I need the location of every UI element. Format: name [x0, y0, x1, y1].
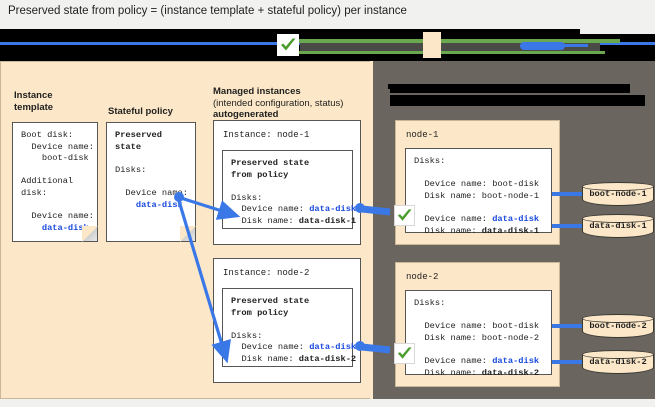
tpl-l6: Additional [21, 176, 74, 187]
sp-l7: data-disk [115, 199, 183, 210]
ps1-devval: data-disk [309, 204, 357, 215]
page-title: Preserved state from policy = (instance … [8, 5, 407, 17]
legend-green-line [290, 39, 620, 43]
disk-label: data-disk-2 [589, 357, 647, 367]
tpl-l9: Device name: [21, 211, 94, 222]
n1-bkv: boot-node-1 [481, 190, 540, 201]
legend-top-gap [580, 29, 655, 34]
preserved-state-box-node-2: Preserved state from policy Disks: Devic… [222, 288, 356, 367]
n2-bdv: boot-disk [492, 321, 540, 332]
card-instance-template-body: Boot disk: Device name: boot-disk Additi… [13, 123, 97, 241]
ps2-dkval: data-disk-2 [298, 353, 357, 364]
n1-ddk: Device name: [424, 213, 493, 224]
node-disks-box-node-1: Disks: Device name: boot-disk Disk name:… [405, 148, 552, 236]
tpl-l10: data-disk [21, 222, 89, 233]
n1-bkk: Disk name: [424, 190, 482, 201]
node-label-node-2: node-2 [406, 272, 439, 282]
disk-cylinder-boot-node-1: boot-node-1 [582, 182, 654, 208]
disk-cylinder-data-disk-1: data-disk-1 [582, 214, 654, 240]
tpl-l7: disk: [21, 187, 48, 198]
green-check-icon [277, 34, 299, 56]
ps2-devkey: Device name: [241, 342, 310, 353]
heading-redaction-tick [388, 84, 394, 89]
card-fold-corner [180, 226, 196, 242]
node-disks-box-node-2: Disks: Device name: boot-disk Disk name:… [405, 290, 552, 378]
ps1-devkey: Device name: [241, 204, 310, 215]
sp-l1: Preserved [115, 130, 162, 140]
preserved-state-body-node-1: Preserved state from policy Disks: Devic… [223, 151, 356, 235]
card-instance-template: Boot disk: Device name: boot-disk Additi… [12, 122, 98, 242]
ps1-disks: Disks: [231, 192, 263, 203]
card-stateful-policy: Preserved state Disks: Device name: data… [106, 122, 196, 242]
disk-label: boot-node-1 [589, 189, 647, 199]
n1-bdk: Device name: [424, 179, 493, 190]
n2-dkk: Disk name: [424, 367, 482, 378]
n2-bkk: Disk name: [424, 332, 482, 343]
n2-bdk: Device name: [424, 321, 493, 332]
node-disks-body-node-2: Disks: Device name: boot-disk Disk name:… [406, 291, 551, 386]
ps2-devval: data-disk [309, 342, 357, 353]
node-label-node-1: node-1 [406, 130, 439, 140]
instance-label-node-1: Instance: node-1 [223, 130, 310, 140]
n1-dkv: data-disk-1 [481, 225, 540, 236]
ps1-t1: Preserved state [231, 158, 310, 168]
n1-bdv: boot-disk [492, 179, 540, 190]
n1-disks: Disks: [414, 156, 446, 166]
heading-instance-template: Instance template [14, 90, 54, 113]
disk-cylinder-data-disk-2: data-disk-2 [582, 350, 654, 376]
disk-cylinder-boot-node-2: boot-node-2 [582, 314, 654, 340]
legend-gray-band [300, 41, 600, 51]
ps2-t1: Preserved state [231, 296, 310, 306]
ps2-t2: from policy [231, 307, 289, 318]
ps2-disks: Disks: [231, 330, 263, 341]
n1-dkk: Disk name: [424, 225, 482, 236]
sp-l6: Device name: [115, 187, 188, 198]
sp-l2: state [115, 141, 142, 152]
n2-disks: Disks: [414, 298, 446, 308]
zone-divider [370, 61, 373, 399]
preserved-state-body-node-2: Preserved state from policy Disks: Devic… [223, 289, 356, 373]
ps1-dkval: data-disk-1 [298, 215, 357, 226]
heading-managed-instances: Managed instances (intended configuratio… [213, 86, 344, 120]
ps2-dkkey: Disk name: [241, 353, 299, 364]
card-stateful-policy-body: Preserved state Disks: Device name: data… [107, 123, 195, 218]
heading-redaction-line-2 [390, 95, 645, 106]
disk-label: data-disk-1 [589, 221, 647, 231]
preserved-state-box-node-1: Preserved state from policy Disks: Devic… [222, 150, 356, 229]
disk-label: boot-node-2 [589, 321, 647, 331]
legend-strip-redacted [0, 29, 655, 61]
n2-ddk: Device name: [424, 355, 493, 366]
tpl-l1: Boot disk: [21, 130, 74, 140]
green-check-icon-node-1 [394, 205, 415, 226]
legend-green-line-2 [295, 51, 605, 54]
sp-l4: Disks: [115, 164, 147, 175]
heading-stateful-policy: Stateful policy [108, 106, 173, 117]
heading-redaction-line-1 [390, 84, 630, 93]
n2-ddv: data-disk [492, 355, 540, 366]
tpl-l3: Device name: [21, 141, 94, 152]
legend-blue-arrow [520, 40, 588, 51]
card-fold-corner [82, 226, 98, 242]
legend-beige-swatch [423, 32, 441, 58]
node-disks-body-node-1: Disks: Device name: boot-disk Disk name:… [406, 149, 551, 244]
ps1-dkkey: Disk name: [241, 215, 299, 226]
n2-dkv: data-disk-2 [481, 367, 540, 378]
ps1-t2: from policy [231, 169, 289, 180]
instance-label-node-2: Instance: node-2 [223, 268, 310, 278]
n1-ddv: data-disk [492, 213, 540, 224]
tpl-l4: boot-disk [21, 153, 89, 164]
green-check-icon-node-2 [394, 343, 415, 364]
n2-bkv: boot-node-2 [481, 332, 540, 343]
